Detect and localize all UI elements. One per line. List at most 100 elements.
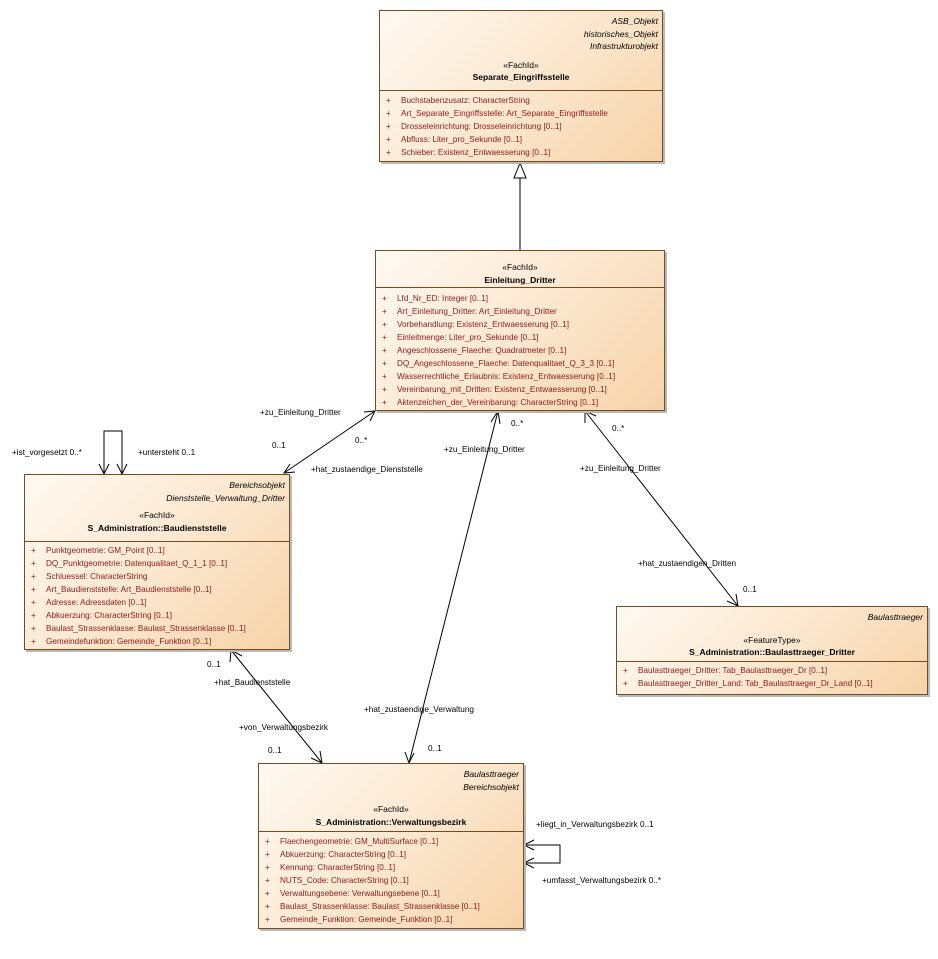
- attribute-text: Vereinbarung_mit_Dritten: Existenz_Entwa…: [397, 385, 607, 394]
- role-untersteht: +untersteht 0..1: [138, 448, 196, 457]
- attribute-row[interactable]: + Kennung: CharacterString [0..1]: [259, 861, 523, 874]
- stereotype: «FachId»: [139, 510, 175, 520]
- visibility-marker: +: [265, 850, 270, 859]
- association-einleitung-baudienststelle[interactable]: [283, 410, 376, 474]
- attribute-row[interactable]: +Art_Einleitung_Dritter: Art_Einleitung_…: [376, 305, 664, 318]
- attribute-row[interactable]: + Baulasttraeger_Dritter: Tab_Baulasttrae…: [617, 664, 927, 677]
- visibility-marker: +: [382, 333, 387, 342]
- role-umfasst-verwaltungsbezirk: +umfasst_Verwaltungsbezirk 0..*: [542, 876, 662, 885]
- role-zu-einleitung-dritter: +zu_Einleitung_Dritter: [260, 408, 341, 417]
- visibility-marker: +: [265, 837, 270, 846]
- attribute-text: Art_Baudienststelle: Art_Baudienststelle…: [46, 585, 212, 594]
- visibility-marker: +: [31, 585, 36, 594]
- compartment-divider: [380, 90, 662, 91]
- attribute-row[interactable]: +Angeschlossene_Flaeche: Quadratmeter [0…: [376, 344, 664, 357]
- visibility-marker: +: [382, 372, 387, 381]
- stereotype: «FachId»: [373, 804, 409, 814]
- attribute-row[interactable]: +Gemeinde_Funktion: Gemeinde_Funktion [0…: [259, 913, 523, 926]
- attribute-text: Wasserrechtliche_Erlaubnis: Existenz_Ent…: [397, 372, 616, 381]
- class-header: ASB_Objekt historisches_Objekt Infrastru…: [380, 11, 662, 84]
- self-association-arrow-3: [522, 839, 535, 851]
- attribute-row[interactable]: +Aktenzeichen_der_Vereinbarung: Characte…: [376, 396, 664, 409]
- attribute-row[interactable]: +Vorbehandlung: Existenz_Entwaesserung […: [376, 318, 664, 331]
- attribute-row[interactable]: +Baulasttraeger_Dritter_Land: Tab_Baulas…: [617, 677, 927, 690]
- attribute-row[interactable]: +Gemeindefunktion: Gemeinde_Funktion [0.…: [25, 635, 289, 648]
- attribute-list: +Lfd_Nr_ED: Integer [0..1] +Art_Einleitu…: [376, 292, 664, 409]
- attribute-row[interactable]: + Abkuerzung: CharacterString [0..1]: [25, 609, 289, 622]
- attribute-row[interactable]: +Verwaltungsebene: Verwaltungsebene [0..…: [259, 887, 523, 900]
- attribute-text: Schluessel: CharacterString: [46, 572, 148, 581]
- tag: historisches_Objekt: [583, 28, 658, 39]
- visibility-marker: +: [623, 666, 628, 675]
- visibility-marker: +: [386, 148, 391, 157]
- association-baudienststelle-verwaltungsbezirk[interactable]: [230, 649, 323, 764]
- multiplicity-label: 0..1: [743, 585, 757, 594]
- stereotype: «FeatureType»: [743, 634, 801, 645]
- class-verwaltungsbezirk[interactable]: Baulasttraeger Bereichsobjekt «FachId» S…: [258, 763, 524, 929]
- attribute-row[interactable]: +Lfd_Nr_ED: Integer [0..1]: [376, 292, 664, 305]
- class-tags: Bereichsobjekt Dienststelle_Verwaltung_D…: [25, 475, 289, 504]
- attribute-row[interactable]: +Flaechengeometrie: GM_MultiSurface [0..…: [259, 835, 523, 848]
- attribute-row[interactable]: +Punktgeometrie: GM_Point [0..1]: [25, 544, 289, 557]
- class-name: S_Administration::Baudienststelle: [87, 522, 227, 533]
- visibility-marker: +: [265, 876, 270, 885]
- self-association-baudienststelle[interactable]: [103, 430, 123, 474]
- visibility-marker: +: [623, 679, 628, 688]
- multiplicity-label: 0..*: [355, 436, 368, 445]
- class-einleitung-dritter[interactable]: «FachId» Einleitung_Dritter +Lfd_Nr_ED: …: [375, 250, 665, 411]
- multiplicity-label: 0..1: [207, 660, 221, 669]
- compartment-divider: [259, 831, 523, 832]
- visibility-marker: +: [382, 294, 387, 303]
- attribute-list: +Punktgeometrie: GM_Point [0..1] +DQ_Pun…: [25, 544, 289, 648]
- attribute-text: Baulasttraeger_Dritter: Tab_Baulasttraeg…: [638, 666, 828, 675]
- attribute-row[interactable]: +Schieber: Existenz_Entwaesserung [0..1]: [380, 146, 662, 159]
- class-baulasttraeger-dritter[interactable]: Baulasttraeger «FeatureType» S_Administr…: [616, 606, 928, 695]
- attribute-row[interactable]: +DQ_Punktgeometrie: Datenqualitaet_Q_1_1…: [25, 557, 289, 570]
- visibility-marker: +: [382, 320, 387, 329]
- compartment-divider: [617, 661, 927, 662]
- visibility-marker: +: [382, 307, 387, 316]
- visibility-marker: +: [386, 135, 391, 144]
- visibility-marker: +: [31, 611, 36, 620]
- association-einleitung-baulasttraeger[interactable]: [584, 410, 739, 607]
- attribute-row[interactable]: + Wasserrechtliche_Erlaubnis: Existenz_En…: [376, 370, 664, 383]
- attribute-row[interactable]: +Buchstabenzusatz: CharacterString: [380, 94, 662, 107]
- attribute-row[interactable]: + Baulast_Strassenklasse: Baulast_Strasse…: [259, 900, 523, 913]
- visibility-marker: +: [265, 863, 270, 872]
- visibility-marker: +: [265, 902, 270, 911]
- attribute-text: Baulast_Strassenklasse: Baulast_Strassen…: [280, 902, 480, 911]
- attribute-text: Kennung: CharacterString [0..1]: [280, 863, 396, 872]
- class-header: Baulasttraeger Bereichsobjekt «FachId» S…: [259, 764, 523, 828]
- class-baudienststelle[interactable]: Bereichsobjekt Dienststelle_Verwaltung_D…: [24, 474, 290, 650]
- attribute-row[interactable]: +Abkuerzung: CharacterString [0..1]: [259, 848, 523, 861]
- attribute-text: Abkuerzung: CharacterString [0..1]: [46, 611, 173, 620]
- attribute-row[interactable]: +Baulast_Strassenklasse: Baulast_Strasse…: [25, 622, 289, 635]
- stereotype: «FachId»: [502, 262, 538, 272]
- class-name: Separate_Eingriffsstelle: [472, 72, 570, 82]
- arrow-einleitung-end-c: [584, 410, 597, 423]
- attribute-row[interactable]: + Art_Baudienststelle: Art_Baudienststell…: [25, 583, 289, 596]
- attribute-row[interactable]: +Art_Separate_Eingriffsstelle: Art_Separ…: [380, 107, 662, 120]
- attribute-row[interactable]: +NUTS_Code: CharacterString [0..1]: [259, 874, 523, 887]
- attribute-text: Gemeindefunktion: Gemeinde_Funktion [0..…: [46, 637, 212, 646]
- generalization-arrowhead: [513, 161, 527, 179]
- attribute-row[interactable]: +Adresse: Adressdaten [0..1]: [25, 596, 289, 609]
- attribute-text: Abfluss: Liter_pro_Sekunde [0..1]: [401, 135, 523, 144]
- attribute-row[interactable]: +Vereinbarung_mit_Dritten: Existenz_Entw…: [376, 383, 664, 396]
- association-einleitung-verwaltungsbezirk[interactable]: [408, 410, 499, 764]
- arrow-einleitung-end-b: [490, 409, 501, 425]
- class-tags: Baulasttraeger: [617, 607, 927, 624]
- tag: Baulasttraeger: [463, 769, 519, 779]
- attribute-row[interactable]: +Schluessel: CharacterString: [25, 570, 289, 583]
- tag: ASB_Objekt: [611, 16, 658, 26]
- arrow-baudienststelle-end: [283, 463, 296, 474]
- compartment-divider: [25, 541, 289, 542]
- visibility-marker: +: [31, 624, 36, 633]
- class-separate-eingriffsstelle[interactable]: ASB_Objekt historisches_Objekt Infrastru…: [379, 10, 663, 162]
- multiplicity-label: 0..*: [511, 419, 524, 428]
- attribute-row[interactable]: +Einleitmenge: Liter_pro_Sekunde [0..1]: [376, 331, 664, 344]
- attribute-row[interactable]: + Abfluss: Liter_pro_Sekunde [0..1]: [380, 133, 662, 146]
- self-association-verwaltungsbezirk[interactable]: [524, 844, 561, 864]
- attribute-row[interactable]: +Drosseleinrichtung: Drosseleinrichtung …: [380, 120, 662, 133]
- attribute-row[interactable]: +DQ_Angeschlossene_Flaeche: Datenqualita…: [376, 357, 664, 370]
